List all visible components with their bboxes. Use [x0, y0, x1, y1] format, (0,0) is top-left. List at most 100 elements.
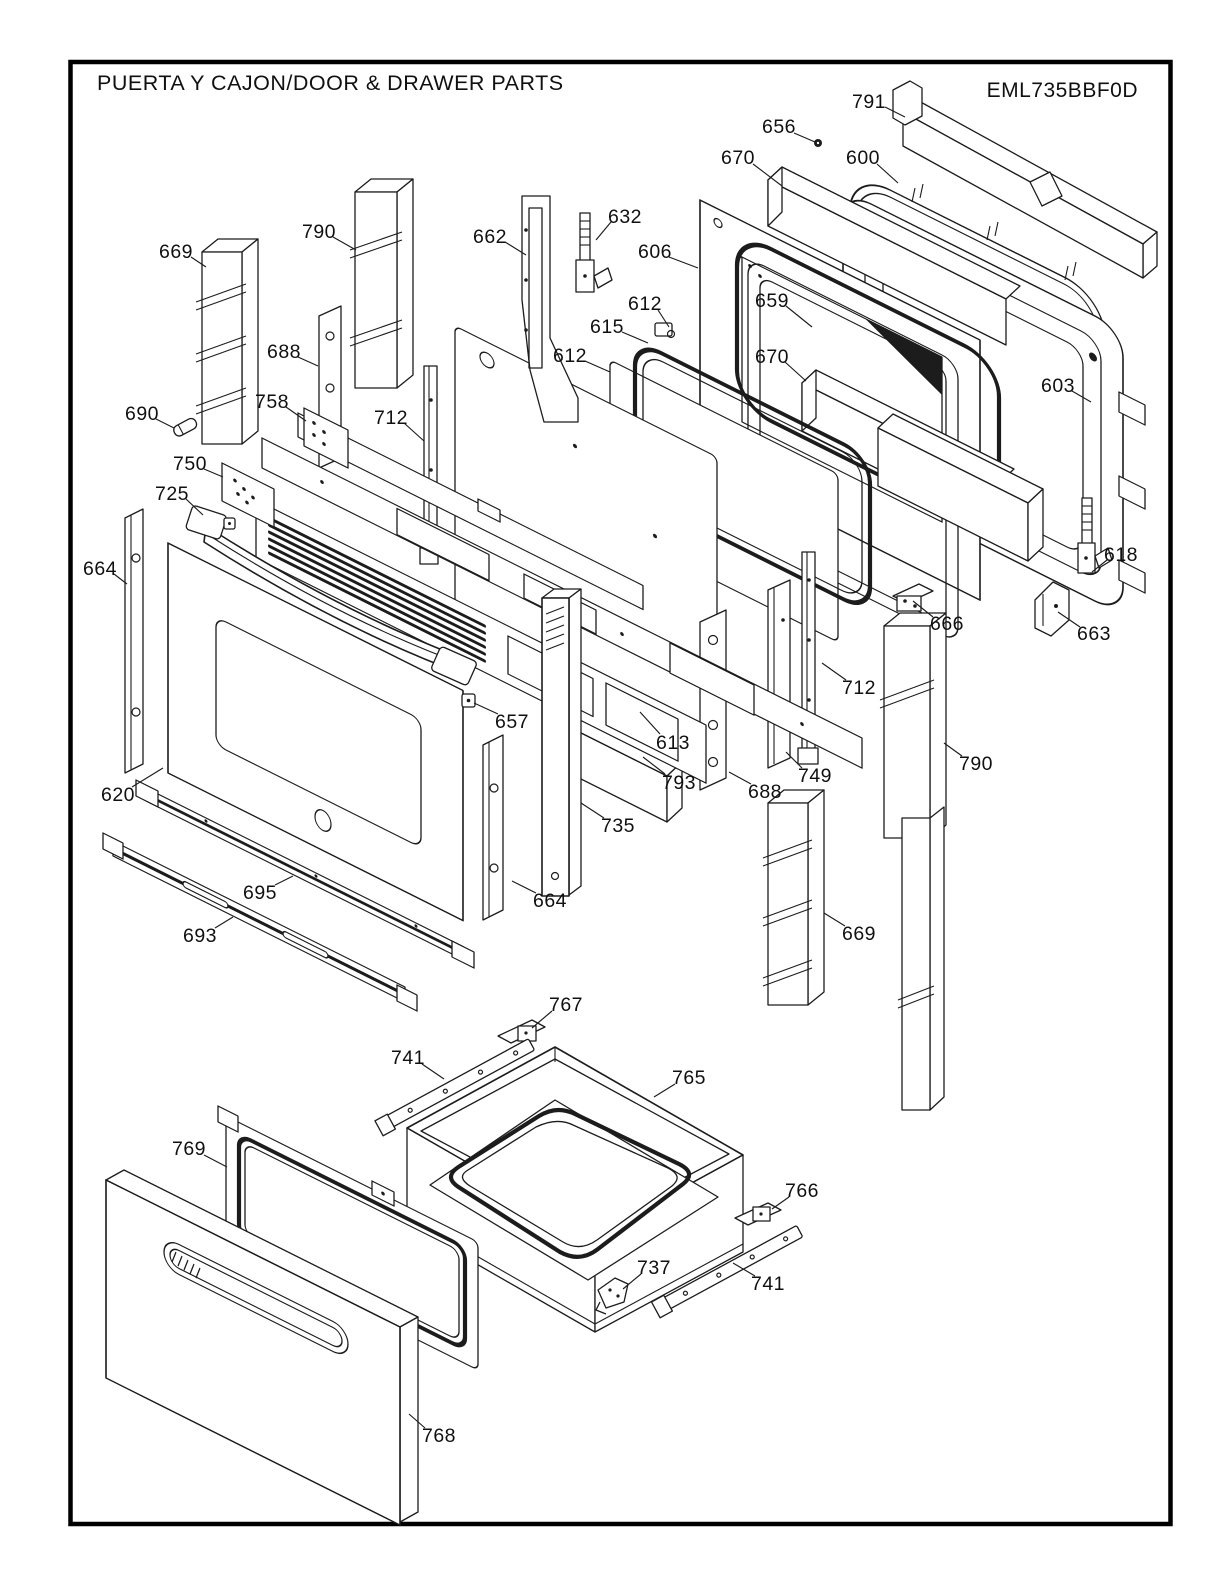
- part-label-618: 618: [1104, 544, 1138, 566]
- leader-line-758: [285, 406, 307, 422]
- leader-line-632: [595, 221, 612, 241]
- part-label-690: 690: [125, 403, 159, 425]
- leader-line-688: [297, 356, 319, 367]
- leader-line-793: [642, 756, 666, 775]
- part-label-632: 632: [608, 206, 642, 228]
- leader-line-612: [584, 360, 611, 373]
- leader-line-712: [821, 662, 847, 681]
- part-label-670: 670: [755, 346, 789, 368]
- part-label-750: 750: [173, 453, 207, 475]
- page-border: [68, 59, 1173, 1527]
- part-label-603: 603: [1041, 375, 1075, 397]
- leader-line-767: [531, 1010, 553, 1029]
- leader-line-618: [1091, 559, 1108, 573]
- leader-line-613: [639, 711, 661, 735]
- part-741-rail-left: [374, 1038, 535, 1137]
- part-label-600: 600: [846, 147, 880, 169]
- part-669-bottom-foam: [762, 789, 825, 1006]
- part-label-737: 737: [637, 1257, 671, 1279]
- leader-line-612: [657, 309, 670, 328]
- part-766-glide-bracket: [734, 1202, 782, 1226]
- part-758-top-rail: [297, 407, 644, 611]
- part-label-765: 765: [672, 1067, 706, 1089]
- part-725-door-handle: [185, 505, 477, 686]
- leader-line-768: [408, 1413, 426, 1429]
- part-662-hinge-channel: [521, 195, 579, 423]
- part-label-766: 766: [785, 1180, 819, 1202]
- part-label-688: 688: [748, 781, 782, 803]
- page-title: PUERTA Y CAJON/DOOR & DRAWER PARTS: [97, 71, 564, 95]
- part-label-669: 669: [842, 923, 876, 945]
- leader-line-664: [511, 880, 537, 894]
- leader-line-750: [203, 468, 224, 478]
- leader-line-693: [214, 916, 234, 929]
- part-735-door-end-cap: [541, 588, 582, 897]
- part-695-door-bottom-rail: [135, 779, 475, 969]
- part-label-712: 712: [374, 407, 408, 429]
- part-765-drawer-pan: [406, 1046, 744, 1333]
- leader-line-670: [784, 361, 807, 382]
- part-label-791: 791: [852, 91, 886, 113]
- part-label-749: 749: [798, 765, 832, 787]
- part-750-bracket-plate: [221, 462, 275, 528]
- leader-line-735: [580, 802, 605, 819]
- leader-line-712: [403, 422, 425, 442]
- leader-line-766: [771, 1196, 790, 1210]
- part-label-735: 735: [601, 815, 635, 837]
- part-label-768: 768: [422, 1425, 456, 1447]
- part-612-clip: [654, 322, 676, 339]
- leader-line-656: [793, 132, 816, 143]
- part-label-612: 612: [553, 345, 587, 367]
- leader-line-749: [785, 751, 803, 769]
- part-label-666: 666: [930, 613, 964, 635]
- part-767-glide-bracket: [497, 1019, 546, 1044]
- model-number: EML735BBF0D: [987, 79, 1138, 102]
- leader-line-600: [876, 163, 899, 184]
- part-label-669: 669: [159, 241, 193, 263]
- part-label-664: 664: [533, 890, 567, 912]
- part-693-door-bottom-trim: [102, 832, 418, 1012]
- part-670-insulation-top: [767, 166, 1021, 346]
- part-712-left-rail: [419, 365, 439, 565]
- part-label-693: 693: [183, 925, 217, 947]
- part-label-657: 657: [495, 711, 529, 733]
- part-657-clips: [223, 517, 476, 708]
- part-label-767: 767: [549, 994, 583, 1016]
- leader-line-690: [155, 418, 175, 429]
- leader-line-666: [912, 600, 934, 618]
- part-618-igniter: [1077, 497, 1113, 574]
- leader-line-670: [752, 163, 783, 187]
- leader-line-741: [732, 1262, 756, 1277]
- leader-line-606: [668, 256, 699, 269]
- part-666-bracket: [892, 583, 934, 612]
- part-label-695: 695: [243, 882, 277, 904]
- part-768-drawer-front-face: [105, 1179, 401, 1526]
- part-label-769: 769: [172, 1138, 206, 1160]
- part-label-688: 688: [267, 341, 301, 363]
- part-label-659: 659: [755, 290, 789, 312]
- part-label-793: 793: [662, 772, 696, 794]
- part-label-725: 725: [155, 483, 189, 505]
- leader-line-663: [1057, 611, 1081, 628]
- leader-line-615: [621, 331, 649, 344]
- part-label-741: 741: [751, 1273, 785, 1295]
- part-label-663: 663: [1077, 623, 1111, 645]
- leader-line-695: [274, 875, 294, 886]
- leader-line-657: [473, 702, 499, 715]
- part-790-top-foam: [349, 178, 414, 389]
- leader-line-603: [1071, 390, 1092, 403]
- part-632-igniter: [575, 212, 613, 293]
- part-label-790: 790: [959, 753, 993, 775]
- part-label-613: 613: [656, 732, 690, 754]
- leader-line-669: [823, 912, 846, 927]
- part-label-664: 664: [83, 558, 117, 580]
- leader-line-741: [421, 1063, 445, 1080]
- part-label-612: 612: [628, 293, 662, 315]
- leader-line-790: [332, 236, 357, 251]
- part-label-712: 712: [842, 677, 876, 699]
- part-664-mid-trim: [482, 734, 504, 921]
- part-670-insulation-mid: [801, 369, 1044, 562]
- part-label-656: 656: [762, 116, 796, 138]
